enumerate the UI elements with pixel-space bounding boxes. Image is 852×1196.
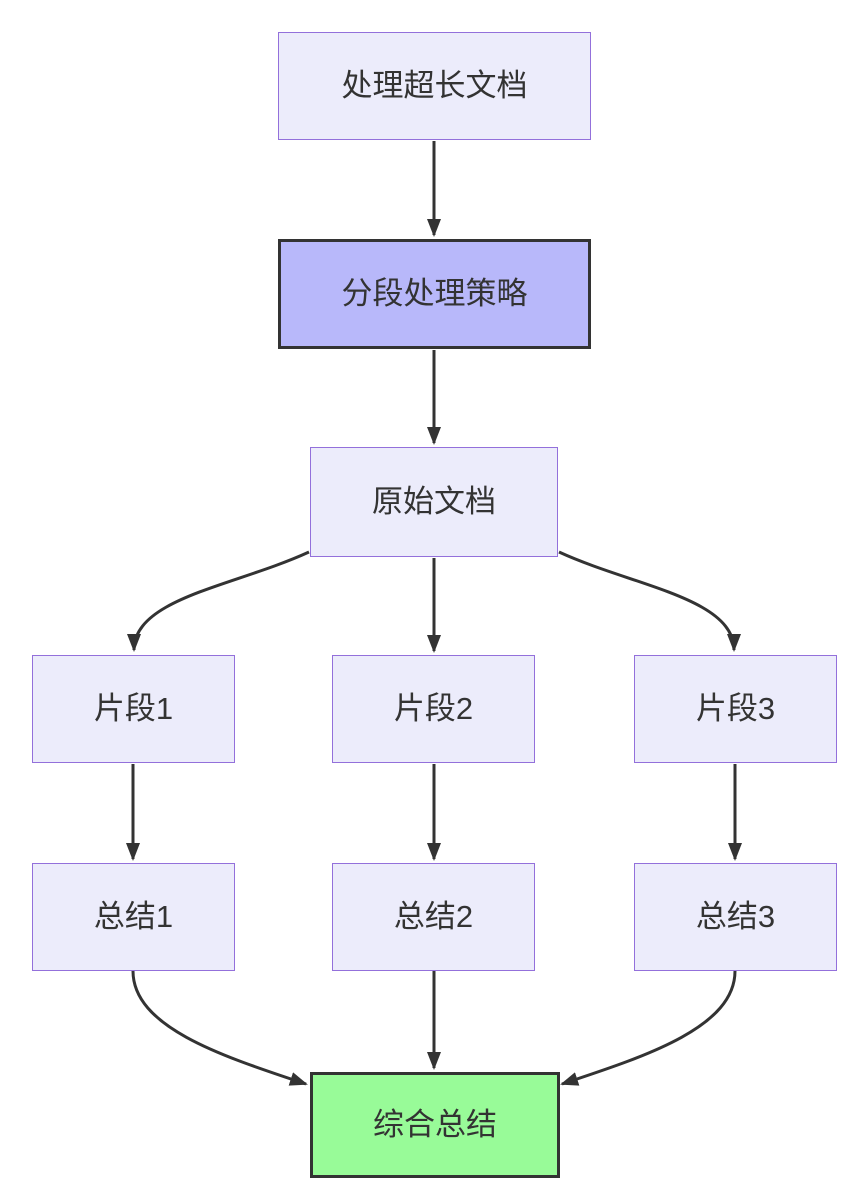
node-original-document: 原始文档 xyxy=(310,447,558,557)
node-combined-summary: 综合总结 xyxy=(310,1072,560,1178)
node-fragment-3: 片段3 xyxy=(634,655,837,763)
node-fragment-1: 片段1 xyxy=(32,655,235,763)
edge-original-to-fragment-3 xyxy=(558,550,741,652)
node-segmented-processing-strategy: 分段处理策略 xyxy=(278,239,591,349)
edge-summary-1-to-combined xyxy=(131,970,308,1086)
node-summary-1: 总结1 xyxy=(32,863,235,971)
node-fragment-2: 片段2 xyxy=(332,655,535,763)
node-summary-2: 总结2 xyxy=(332,863,535,971)
edge-original-to-fragment-1 xyxy=(127,550,310,652)
node-summary-3: 总结3 xyxy=(634,863,837,971)
edge-summary-3-to-combined xyxy=(560,970,737,1086)
node-process-long-document: 处理超长文档 xyxy=(278,32,591,140)
